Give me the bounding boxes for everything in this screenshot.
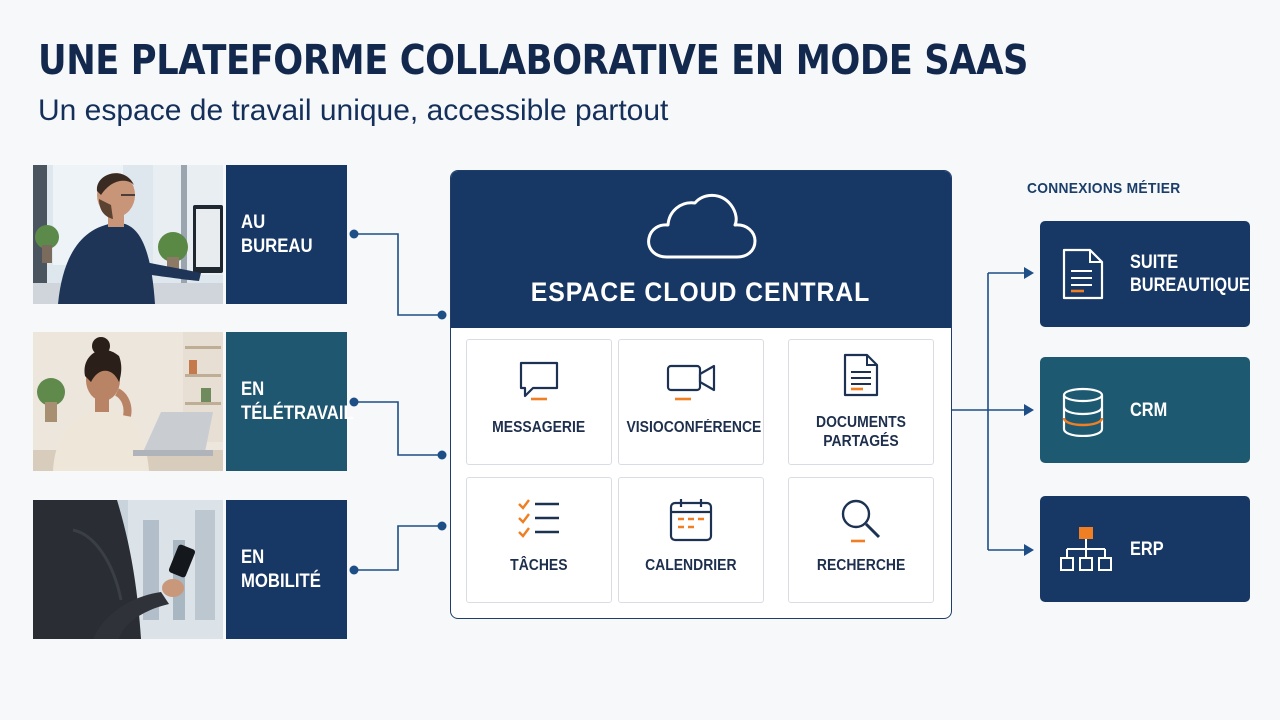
mobile-worker-photo — [33, 500, 223, 639]
system-crm[interactable]: CRM — [1040, 357, 1250, 463]
tile-label: DOCUMENTS PARTAGÉS — [816, 414, 906, 450]
org-chart-icon — [1060, 524, 1112, 581]
connections-heading: CONNEXIONS MÉTIER — [1027, 180, 1181, 197]
context-label: EN MOBILITÉ — [241, 546, 321, 592]
context-card-office: AU BUREAU — [33, 165, 347, 304]
arrow-head — [1024, 544, 1034, 556]
context-card-remote: EN TÉLÉTRAVAIL — [33, 332, 354, 471]
context-label: EN TÉLÉTRAVAIL — [241, 378, 354, 424]
magnifier-icon — [789, 496, 933, 549]
calendar-icon — [619, 496, 763, 549]
context-label-panel: AU BUREAU — [226, 165, 347, 304]
wire-dot — [437, 310, 447, 320]
page-title: UNE PLATEFORME COLLABORATIVE EN MODE SAA… — [38, 36, 1028, 84]
tile-documents[interactable]: DOCUMENTS PARTAGÉS — [788, 339, 934, 465]
tile-visioconference[interactable]: VISIOCONFÉRENCE — [618, 339, 764, 465]
tile-label: VISIOCONFÉRENCE — [626, 419, 762, 436]
wire-dot — [437, 450, 447, 460]
remote-worker-photo — [33, 332, 223, 471]
checklist-icon — [467, 496, 611, 545]
tile-label: MESSAGERIE — [492, 419, 586, 436]
context-label: AU BUREAU — [241, 211, 313, 257]
system-erp[interactable]: ERP — [1040, 496, 1250, 602]
office-worker-photo — [33, 165, 223, 304]
tile-label: CALENDRIER — [645, 557, 737, 574]
central-card-title: ESPACE CLOUD CENTRAL — [531, 277, 871, 307]
wire-mobile — [354, 525, 442, 571]
video-camera-icon — [619, 358, 763, 407]
central-cloud-card: ESPACE CLOUD CENTRAL MESSAGERIE VISIOCON… — [450, 170, 952, 619]
wire-dot — [349, 397, 359, 407]
tile-taches[interactable]: TÂCHES — [466, 477, 612, 603]
tile-recherche[interactable]: RECHERCHE — [788, 477, 934, 603]
wire-office — [354, 233, 442, 316]
context-card-mobile: EN MOBILITÉ — [33, 500, 347, 639]
page-subtitle: Un espace de travail unique, accessible … — [38, 94, 669, 127]
context-label-panel: EN MOBILITÉ — [226, 500, 347, 639]
system-suite-bureautique[interactable]: SUITE BUREAUTIQUE — [1040, 221, 1250, 327]
context-label-panel: EN TÉLÉTRAVAIL — [226, 332, 354, 471]
wire-dot — [349, 229, 359, 239]
wire-dot — [437, 521, 447, 531]
wire-home — [354, 401, 442, 456]
system-label: CRM — [1130, 399, 1168, 421]
database-icon — [1060, 387, 1106, 442]
system-label: ERP — [1130, 538, 1164, 560]
tile-label: RECHERCHE — [816, 557, 906, 574]
arrow-head — [1024, 404, 1034, 416]
tile-messagerie[interactable]: MESSAGERIE — [466, 339, 612, 465]
wire-dot — [349, 565, 359, 575]
cloud-icon — [645, 193, 759, 268]
tile-label: TÂCHES — [510, 557, 568, 574]
document-icon — [789, 352, 933, 403]
central-card-header: ESPACE CLOUD CENTRAL — [451, 171, 951, 328]
chat-bubble-icon — [467, 358, 611, 407]
office-document-icon — [1060, 247, 1106, 306]
system-label: SUITE BUREAUTIQUE — [1130, 252, 1250, 296]
tile-calendrier[interactable]: CALENDRIER — [618, 477, 764, 603]
arrow-head — [1024, 267, 1034, 279]
